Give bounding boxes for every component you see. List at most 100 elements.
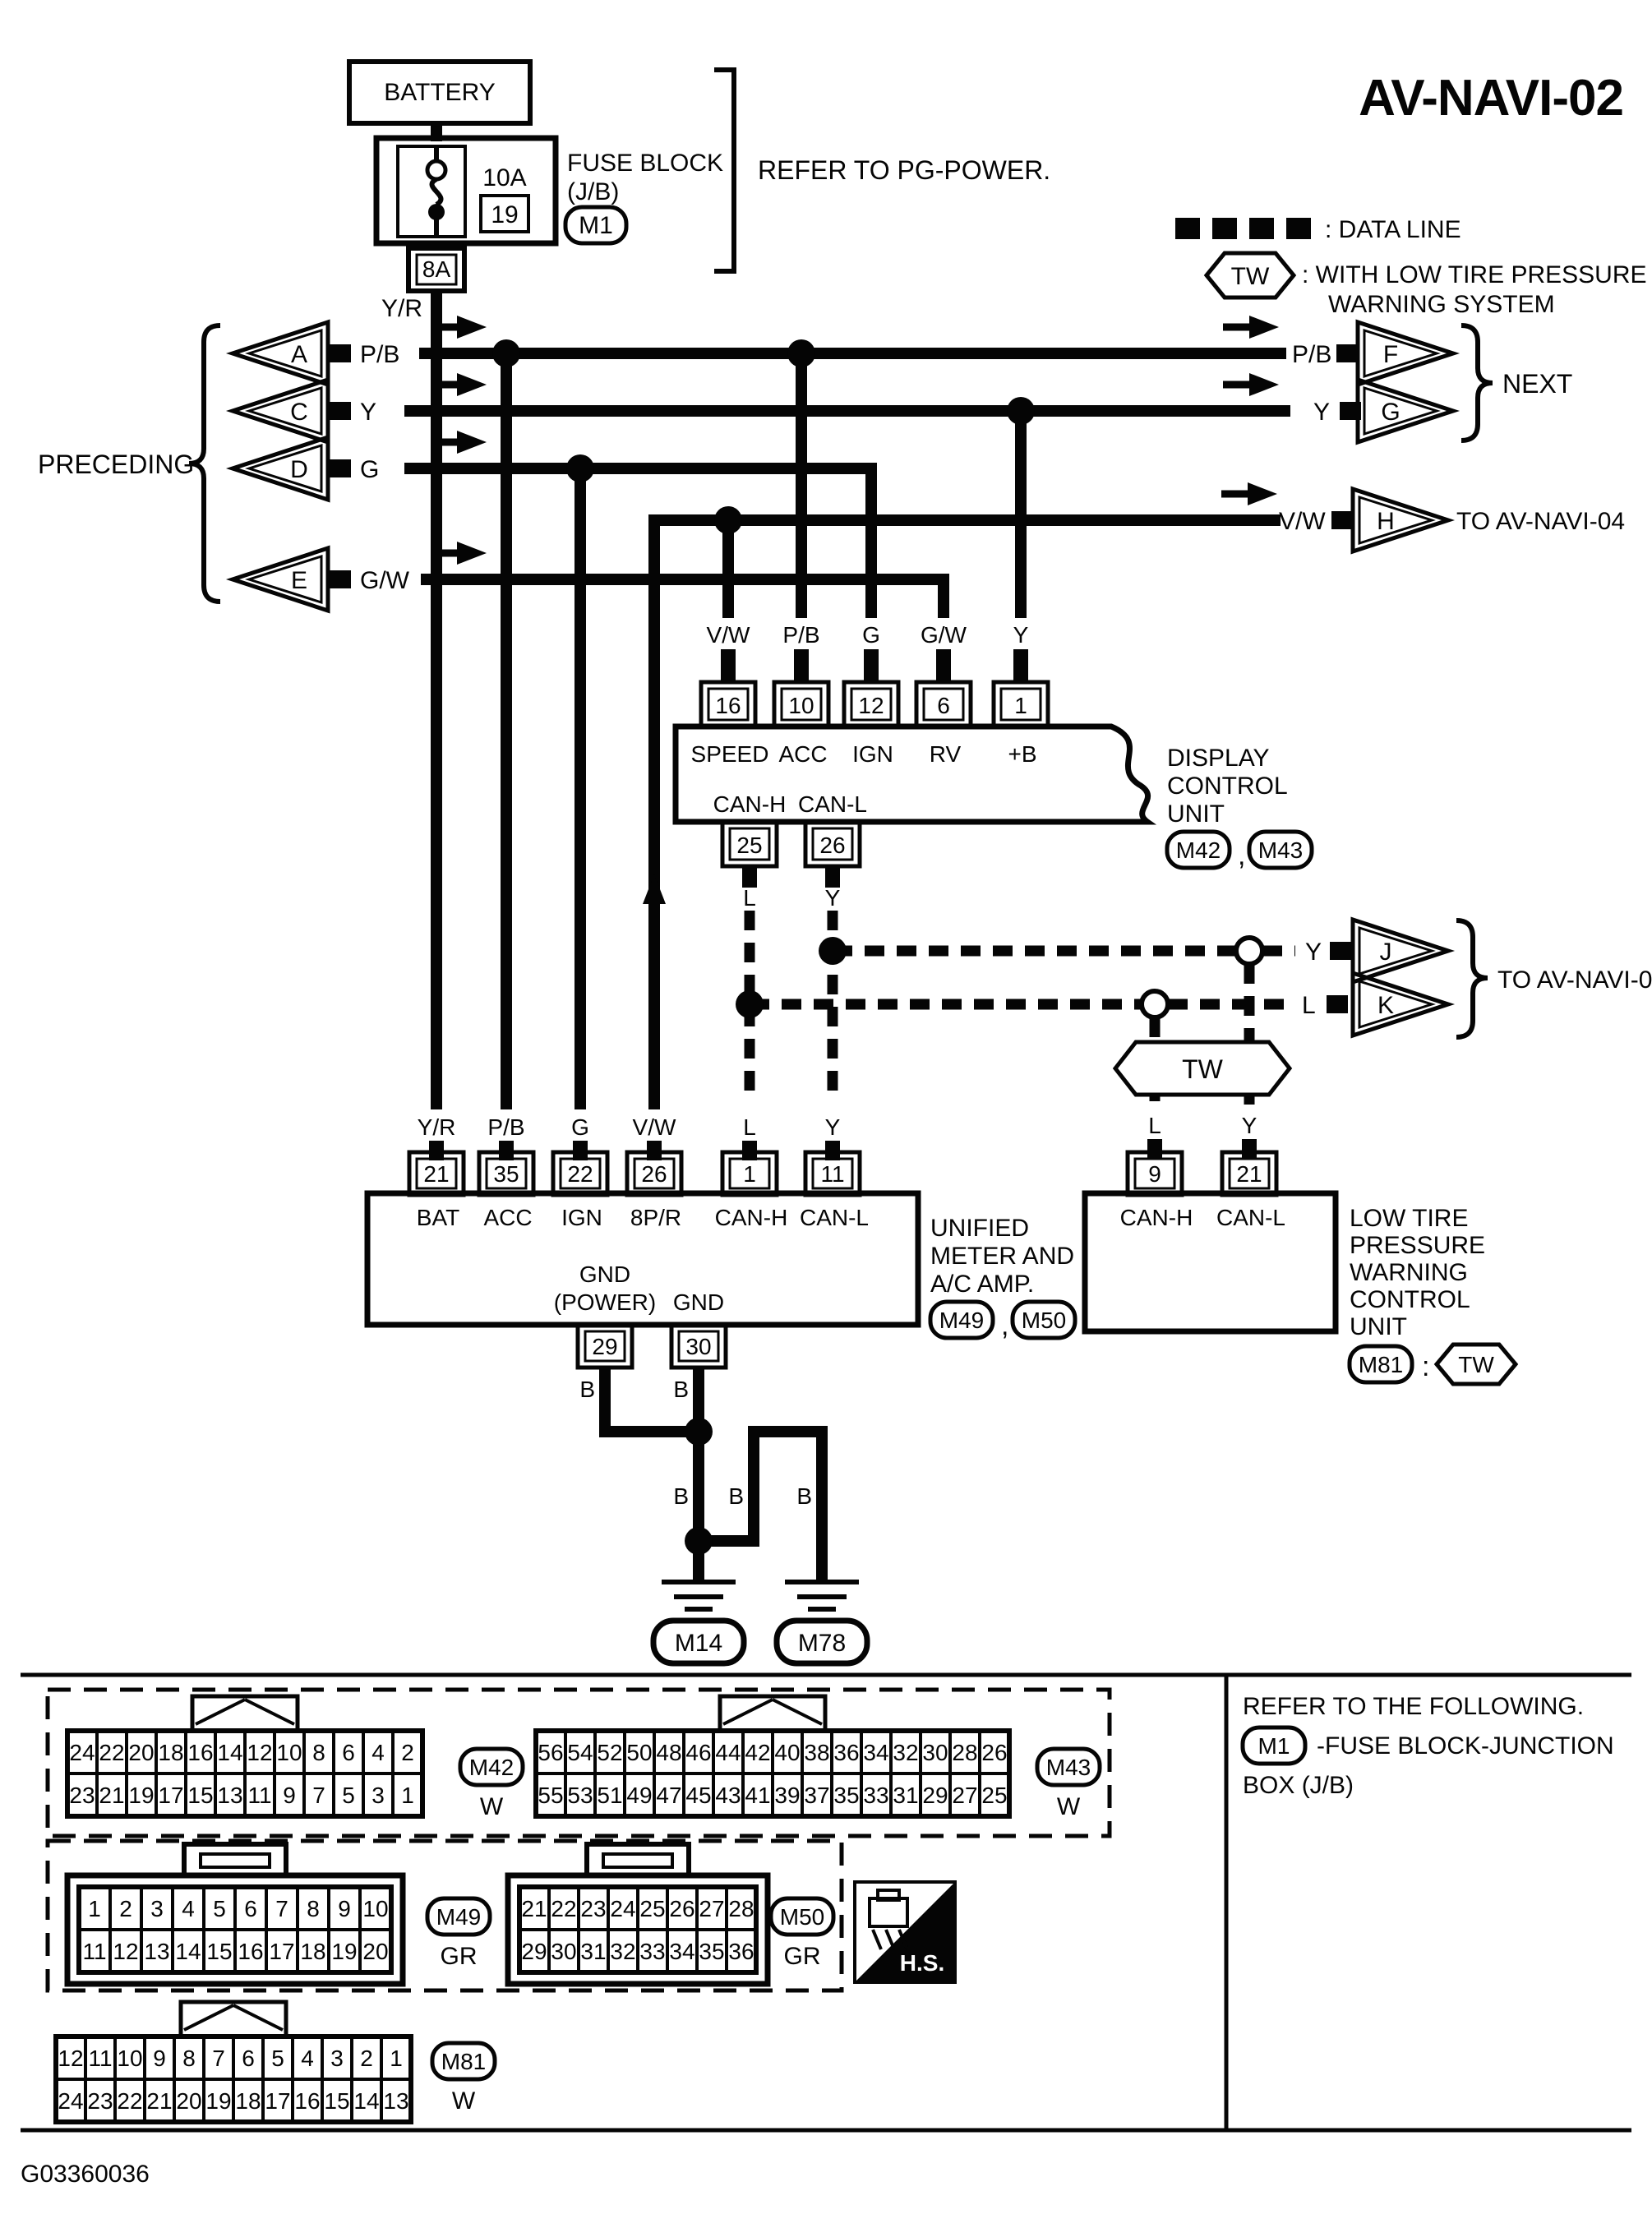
pin-number: 21	[146, 2088, 172, 2114]
meter-pin-1: 1	[720, 1150, 779, 1197]
pin-number: 52	[597, 1740, 622, 1765]
svg-text:ACC: ACC	[483, 1205, 532, 1230]
junction-dot	[819, 937, 847, 965]
pin-cell	[327, 1928, 362, 1974]
svg-text:M49: M49	[939, 1308, 984, 1333]
svg-text:C: C	[290, 399, 308, 426]
hs-icon: H.S.	[853, 1880, 957, 1984]
connector-color: W	[452, 2087, 476, 2115]
svg-text:E: E	[291, 567, 307, 594]
svg-text:P/B: P/B	[782, 622, 819, 648]
pin-number: 2	[119, 1896, 132, 1921]
svg-text:CAN-L: CAN-L	[1216, 1205, 1285, 1230]
dcu-pin-10: 10	[772, 680, 831, 729]
svg-text:V/W: V/W	[633, 1114, 676, 1140]
svg-text:H.S.: H.S.	[900, 1950, 944, 1976]
junction-dot	[685, 1418, 713, 1446]
svg-text:26: 26	[641, 1161, 667, 1187]
pin-number: 6	[244, 1896, 257, 1921]
meter-pin-29: 29	[575, 1322, 634, 1370]
dcu-pin-12: 12	[842, 680, 901, 729]
svg-text:G: G	[360, 456, 379, 483]
pin-number: 51	[597, 1783, 622, 1808]
svg-text:CAN-H: CAN-H	[715, 1205, 788, 1230]
pin-number: 25	[981, 1783, 1007, 1808]
connector-arrow-J: J	[1350, 916, 1456, 985]
svg-text:,: ,	[1001, 1310, 1008, 1341]
junction-dot	[787, 339, 815, 367]
svg-text:Y: Y	[1313, 399, 1330, 426]
pin-number: 36	[728, 1939, 754, 1964]
svg-text:B: B	[728, 1483, 744, 1509]
svg-text:TW: TW	[1231, 263, 1270, 290]
next-section: P/B F Y G NEXT V/W H TO AV-NAVI-04	[1279, 319, 1625, 555]
fuse-number: 19	[491, 201, 518, 228]
svg-text:21: 21	[423, 1161, 449, 1187]
pin-number: 27	[952, 1783, 977, 1808]
connector-group-box	[45, 1687, 1112, 1838]
meter-pin-35: 35	[477, 1150, 536, 1197]
svg-text:L: L	[1302, 992, 1316, 1019]
connector-oval-m49	[425, 1896, 492, 1937]
fuse-block-box	[373, 135, 559, 247]
pin-number: 6	[242, 2046, 255, 2071]
pin-number: 5	[213, 1896, 226, 1921]
pin-cell	[332, 1772, 365, 1818]
unified-meter-unit: Y/R P/B G V/W L Y 21 35 22 26 1 11 BAT A…	[364, 1114, 1077, 1370]
svg-text:M50: M50	[1022, 1308, 1066, 1333]
pin-cell	[712, 1772, 745, 1818]
inline-connector-circle	[1139, 989, 1170, 1020]
pin-number: 19	[128, 1783, 154, 1808]
svg-text:CONTROL: CONTROL	[1350, 1286, 1470, 1313]
pin-number: 12	[247, 1740, 272, 1765]
pin-number: 23	[69, 1783, 95, 1808]
svg-text:-FUSE BLOCK-JUNCTION: -FUSE BLOCK-JUNCTION	[1317, 1732, 1614, 1760]
meter-pin-11: 11	[803, 1150, 862, 1197]
pin-number: 17	[269, 1939, 294, 1964]
pin-number: 36	[833, 1740, 859, 1765]
svg-text::: :	[1422, 1351, 1429, 1382]
connector-oval-m81	[1347, 1344, 1414, 1385]
pin-number: 8	[307, 1896, 320, 1921]
dcu-pin-26: 26	[803, 819, 862, 869]
pin-cell	[860, 1729, 893, 1775]
pin-cell	[302, 1729, 335, 1775]
svg-text:M43: M43	[1258, 837, 1303, 863]
legend-tw-line1: : WITH LOW TIRE PRESSURE	[1302, 261, 1647, 288]
svg-text:P/B: P/B	[487, 1114, 524, 1140]
svg-text:G/W: G/W	[921, 622, 967, 648]
sub-fuse-8a: 8A	[406, 246, 467, 293]
connector-id: M49	[436, 1904, 481, 1930]
svg-text:CONTROL: CONTROL	[1167, 773, 1288, 800]
pin-number: 40	[774, 1740, 800, 1765]
pin-number: 37	[804, 1783, 829, 1808]
lowtire-pin-9: 9	[1125, 1150, 1184, 1197]
pin-number: 47	[656, 1783, 681, 1808]
display-control-unit: V/W P/B G G/W Y 16 10 12 6 1 SPEED ACC I…	[672, 622, 1314, 911]
pin-number: 11	[247, 1783, 271, 1808]
page-title: AV-NAVI-02	[1359, 70, 1623, 127]
pin-cell	[233, 1928, 268, 1974]
pin-cell	[202, 2078, 235, 2124]
svg-text:RV: RV	[930, 741, 962, 767]
pin-number: 4	[182, 1896, 195, 1921]
connector-color: W	[1057, 1793, 1081, 1820]
connector-id: M50	[780, 1904, 824, 1930]
svg-text:IGN: IGN	[561, 1205, 602, 1230]
pin-number: 18	[235, 2088, 261, 2114]
svg-text:DISPLAY: DISPLAY	[1167, 745, 1270, 772]
preceding-section: PRECEDING A P/B C Y D G	[38, 319, 410, 614]
svg-text:BOX (J/B): BOX (J/B)	[1243, 1772, 1354, 1799]
pin-number: 13	[217, 1783, 242, 1808]
svg-text:UNIT: UNIT	[1167, 800, 1225, 828]
svg-text:30: 30	[685, 1334, 711, 1359]
pin-number: 28	[952, 1740, 977, 1765]
connector-oval-m43	[1035, 1746, 1102, 1787]
connector-oval-m42	[458, 1746, 525, 1787]
pin-number: 3	[371, 1783, 385, 1808]
meter-pin-22: 22	[551, 1150, 610, 1197]
pin-number: 42	[745, 1740, 770, 1765]
refer-pg-power: REFER TO PG-POWER.	[758, 155, 1050, 185]
svg-text:D: D	[290, 456, 308, 483]
pin-number: 19	[331, 1939, 357, 1964]
